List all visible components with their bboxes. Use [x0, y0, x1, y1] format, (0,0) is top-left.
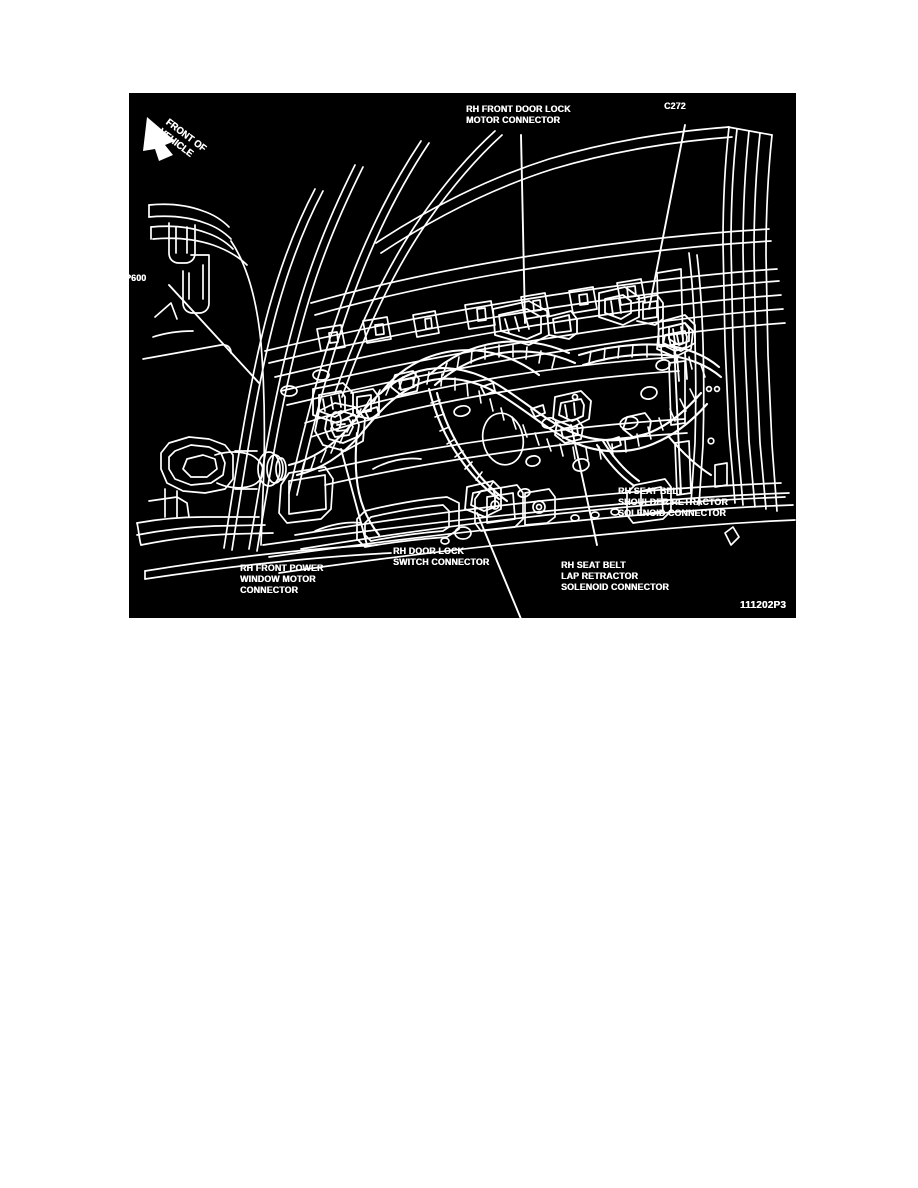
connector-door-lock-motor [492, 300, 578, 346]
callout-label-c272: C272 [664, 101, 686, 112]
leader-c272 [648, 124, 686, 310]
leader-door-lock-switch [476, 512, 522, 618]
body-structure-lines [136, 126, 796, 580]
leader-p600 [168, 284, 260, 384]
wiring-diagram-figure: FRONT OF VEHICLE RH FRONT DOOR LOCK MOTO… [129, 93, 796, 618]
callout-label-seat-belt-shoulder: RH SEAT BELT SHOULDER RETRACTOR SOLENOID… [618, 486, 728, 519]
leader-seat-belt-lap [570, 424, 598, 546]
connector-window-motor-body [314, 402, 366, 452]
callout-label-p600: P600 [129, 273, 147, 284]
connector-c272 [598, 286, 664, 326]
leader-seat-belt-shoulder [673, 342, 682, 494]
callout-label-door-lock-motor: RH FRONT DOOR LOCK MOTOR CONNECTOR [466, 104, 571, 126]
connector-door-lock-switch [464, 480, 502, 518]
front-of-vehicle-arrow-icon [143, 117, 175, 161]
door-assembly-line-art [129, 93, 796, 618]
callout-label-door-lock-switch: RH DOOR LOCK SWITCH CONNECTOR [393, 546, 490, 568]
callout-label-seat-belt-lap: RH SEAT BELT LAP RETRACTOR SOLENOID CONN… [561, 560, 669, 593]
leader-door-lock-motor [520, 134, 526, 324]
connector-inline-small-3 [622, 412, 652, 438]
connector-seat-belt-lap [552, 390, 592, 428]
callout-leader-lines [168, 124, 686, 618]
connector-seat-belt-shoulder [656, 322, 694, 382]
leader-power-window-motor [340, 448, 368, 546]
callout-label-power-window-motor: RH FRONT POWER WINDOW MOTOR CONNECTOR [240, 563, 324, 596]
figure-id-label: 111202P3 [739, 600, 786, 611]
connector-inline-small-1 [390, 370, 420, 396]
